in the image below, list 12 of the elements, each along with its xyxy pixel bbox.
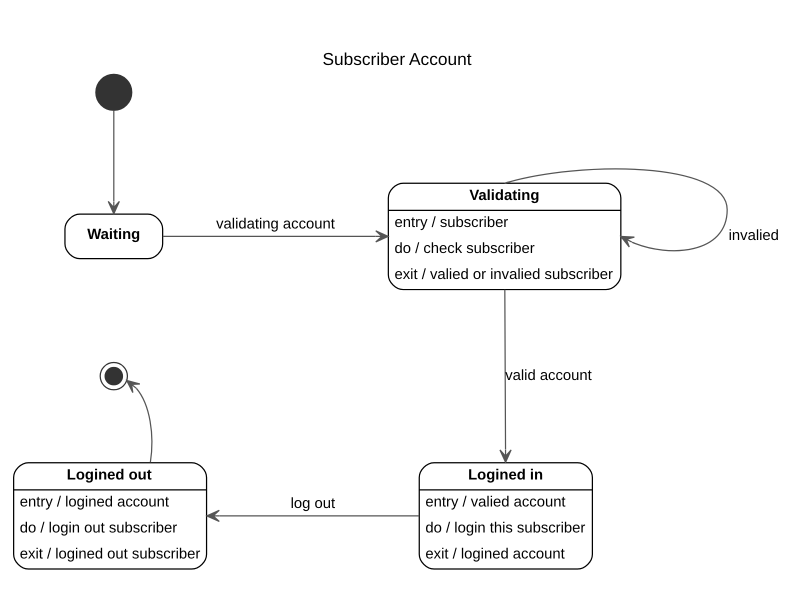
arrow	[499, 290, 512, 463]
arrow	[206, 510, 420, 522]
edge-label: validating account	[216, 216, 335, 232]
arrow	[126, 380, 152, 462]
arrow	[108, 110, 120, 214]
diagram-title: Subscriber Account	[322, 48, 472, 69]
node-box: Waiting	[64, 214, 164, 260]
edge-label: log out	[290, 496, 336, 512]
node-circle	[100, 362, 128, 390]
node-circle	[95, 74, 132, 111]
arrow	[162, 230, 389, 243]
edge-label: invalied	[728, 228, 779, 244]
